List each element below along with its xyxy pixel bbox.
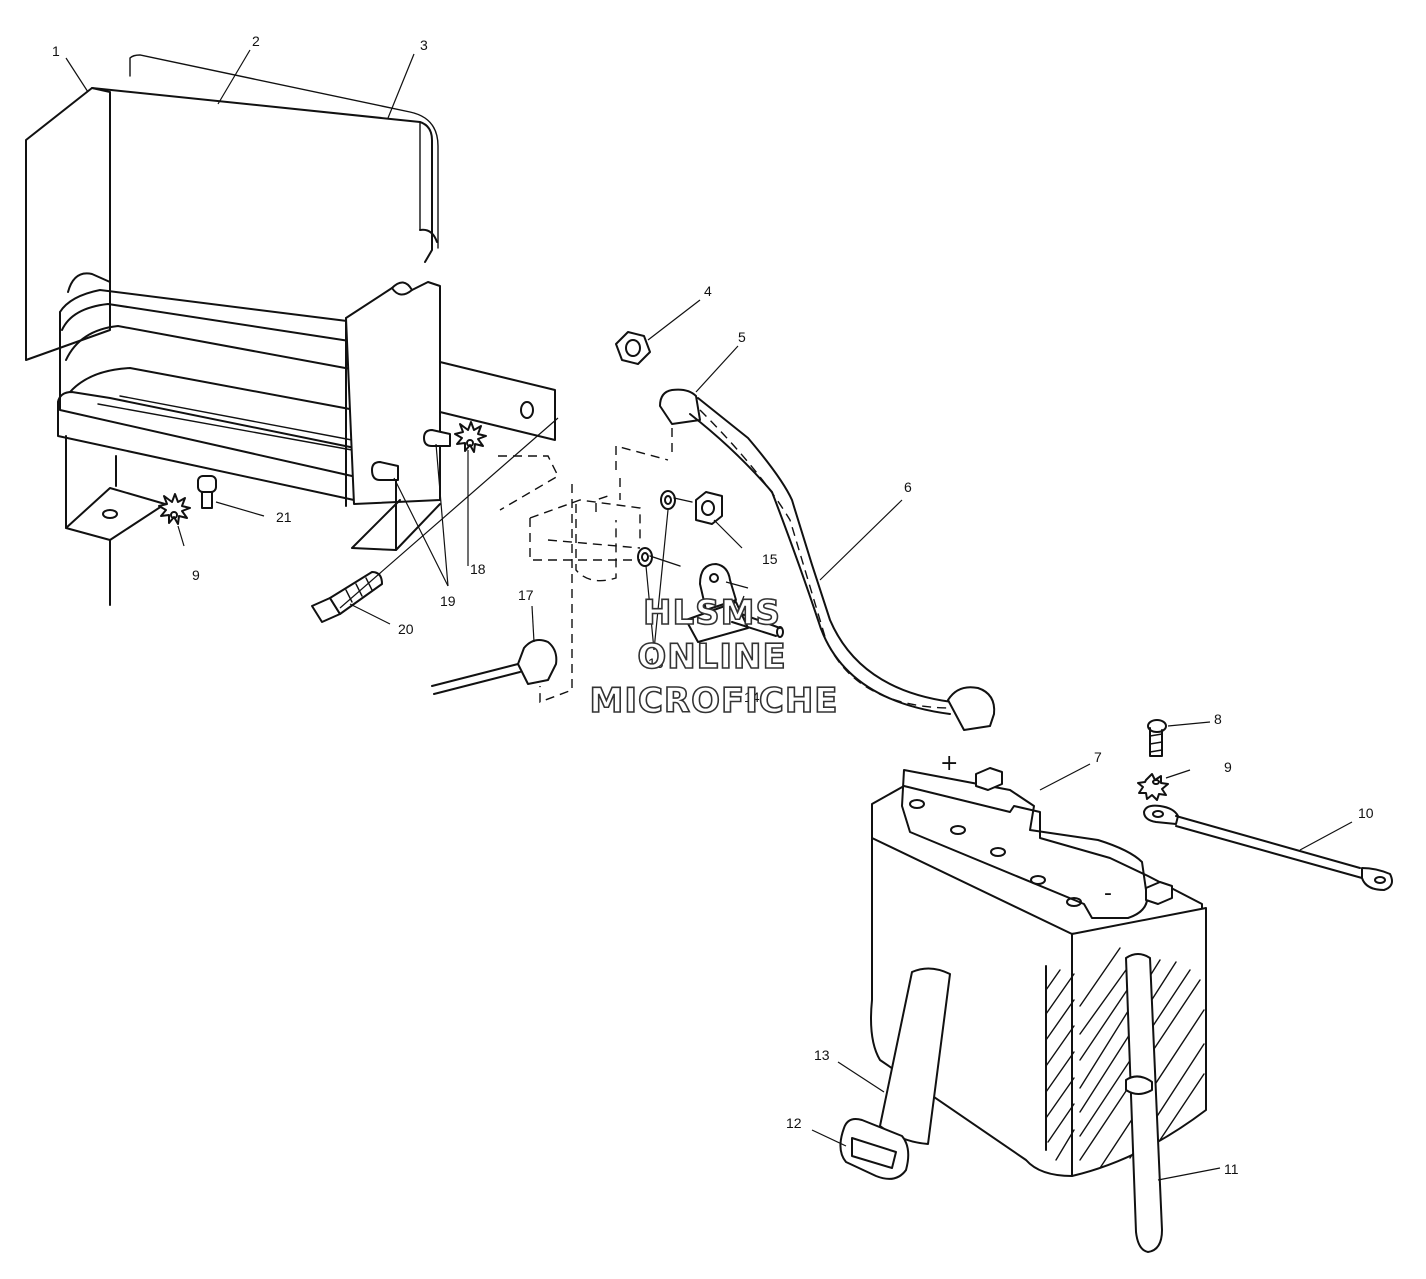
star-washer-right [1137,773,1169,801]
positive-terminal-symbol: + [940,751,958,776]
box-cover [129,54,439,249]
cable-17 [431,639,558,695]
star-washer-left [158,493,191,525]
watermark-line-1: HLSMS [643,593,781,633]
battery-box [25,54,556,606]
box-flap [25,87,111,361]
negative-cable [1143,804,1393,891]
callout-17: 17 [518,587,534,603]
callout-11: 11 [1224,1161,1239,1177]
callout-6: 6 [904,479,912,495]
screw [197,475,217,509]
terminal-screw [1147,719,1167,757]
callout-9-right: 9 [1224,759,1232,775]
callout-15: 15 [762,551,778,567]
callout-16: 16 [648,655,664,671]
callout-12: 12 [786,1115,802,1131]
negative-terminal-symbol: - [1104,881,1112,906]
callout-18: 18 [470,561,486,577]
nut [615,331,651,365]
left-foot-bracket [65,435,166,541]
callout-1: 1 [52,43,60,59]
vent-tube [1125,953,1163,1253]
cable-terminal [685,563,784,643]
callout-20: 20 [398,621,414,637]
hold-down-strap [839,967,951,1180]
callout-labels: 1 2 3 4 5 6 7 8 9 10 11 12 13 14 15 16 1… [52,33,1374,1177]
callout-9-left: 9 [192,567,200,583]
washer-bottom [637,547,653,567]
washer-top [660,490,676,510]
leader-lines [65,49,1353,1181]
callout-3: 3 [420,37,428,53]
mounting-tab [439,361,556,441]
hex-nut [695,491,723,525]
callout-14: 14 [744,689,760,705]
star-washer [454,421,487,453]
watermark-line-3: MICROFICHE [589,681,838,721]
screws-pair [371,429,451,481]
callout-13: 13 [814,1047,830,1063]
strap-bracket [839,1118,910,1180]
callout-5: 5 [738,329,746,345]
callout-10: 10 [1358,805,1374,821]
cable-6 [659,388,996,731]
callout-7: 7 [1094,749,1102,765]
callout-19: 19 [440,593,456,609]
callout-2: 2 [252,33,260,49]
callout-4: 4 [704,283,712,299]
box-back-panel [91,87,433,263]
solenoid [498,412,673,704]
callout-8: 8 [1214,711,1222,727]
callout-21: 21 [276,509,292,525]
watermark: HLSMS ONLINE MICROFICHE [589,592,839,722]
watermark-line-2: ONLINE [637,637,786,677]
box-side-plate [345,281,441,505]
